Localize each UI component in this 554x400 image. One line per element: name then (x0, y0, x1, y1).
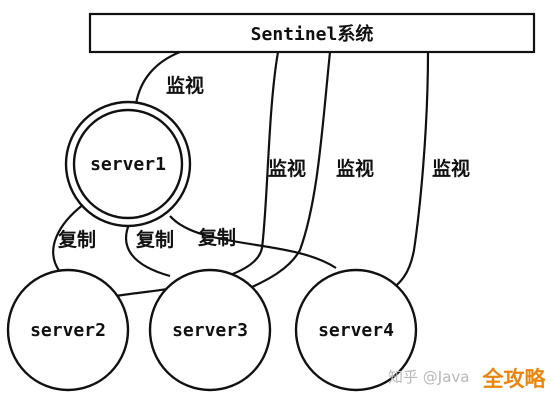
monitor-label-3: 监视 (336, 157, 374, 180)
sentinel-system-box: Sentinel系统 (88, 12, 536, 54)
replicate-label-2: 复制 (135, 228, 174, 251)
watermark-badge: 全攻略 (482, 367, 547, 391)
monitor-label-1: 监视 (166, 74, 204, 97)
server1-label: server1 (90, 154, 166, 175)
monitor-edge-server3 (235, 51, 332, 296)
sentinel-title: Sentinel系统 (251, 23, 374, 45)
server3-node: server3 (148, 268, 272, 392)
replicate-edge-server3 (124, 221, 171, 278)
server4-label: server4 (318, 320, 394, 341)
server3-label: server3 (172, 320, 248, 341)
monitor-label-2: 监视 (268, 157, 306, 180)
watermark: 知乎 @Java 全攻略 (388, 362, 550, 394)
monitor-edge-server1 (134, 50, 181, 105)
server2-node: server2 (6, 268, 130, 392)
replicate-edge-server2 (52, 203, 85, 273)
server1-node: server1 (64, 100, 192, 228)
replicate-label-1: 复制 (57, 228, 96, 251)
monitor-label-4: 监视 (432, 157, 470, 180)
monitor-edge-server4 (381, 51, 430, 297)
server2-label: server2 (30, 320, 106, 341)
replicate-label-3: 复制 (197, 226, 236, 249)
server4-node: server4 (294, 268, 418, 392)
watermark-text: 知乎 @Java (388, 368, 469, 386)
replicate-edge-server4 (169, 215, 337, 269)
